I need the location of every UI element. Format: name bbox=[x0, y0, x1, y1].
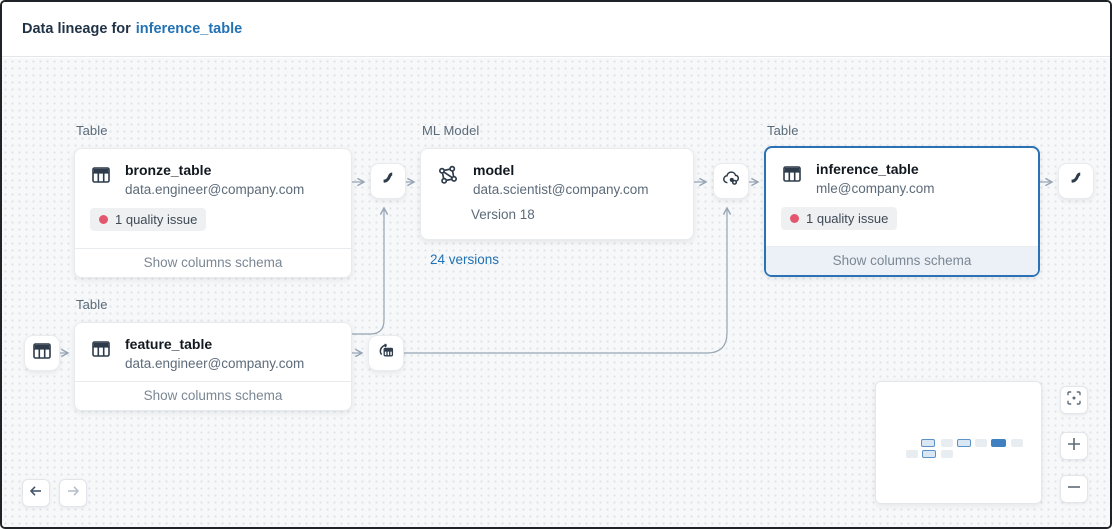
minimap-node bbox=[941, 450, 953, 458]
minus-icon bbox=[1066, 479, 1082, 500]
node-owner: mle@company.com bbox=[816, 180, 935, 196]
quality-issue-badge[interactable]: 1 quality issue bbox=[90, 207, 207, 231]
lineage-canvas[interactable]: Table ML Model Table Table bronze_table … bbox=[2, 58, 1110, 527]
table-icon bbox=[90, 338, 112, 365]
minimap-node bbox=[991, 439, 1006, 447]
quality-badge-label: 1 quality issue bbox=[115, 211, 198, 227]
show-columns-schema-button[interactable]: Show columns schema bbox=[766, 246, 1038, 275]
model-card-main: model data.scientist@company.com bbox=[421, 149, 693, 197]
inference-type-label: Table bbox=[767, 123, 799, 138]
ml-model-icon bbox=[436, 164, 460, 191]
node-owner: data.scientist@company.com bbox=[473, 181, 649, 197]
model-version-label: Version 18 bbox=[471, 206, 535, 222]
bronze-card-text: bronze_table data.engineer@company.com bbox=[125, 162, 304, 197]
model-type-label: ML Model bbox=[422, 123, 480, 138]
node-name: feature_table bbox=[125, 336, 213, 352]
show-columns-schema-button[interactable]: Show columns schema bbox=[75, 381, 351, 410]
node-name: bronze_table bbox=[125, 162, 212, 178]
upstream-table-node[interactable] bbox=[24, 335, 60, 371]
model-serving-node[interactable] bbox=[713, 163, 749, 199]
pipeline-icon bbox=[379, 170, 397, 193]
model-card-text: model data.scientist@company.com bbox=[473, 162, 649, 197]
model-serving-icon bbox=[721, 169, 741, 194]
title-prefix: Data lineage for bbox=[22, 21, 131, 37]
node-owner: data.engineer@company.com bbox=[125, 181, 305, 197]
quality-dot-icon bbox=[99, 214, 108, 224]
bronze-type-label: Table bbox=[76, 123, 108, 138]
zoom-in-button[interactable] bbox=[1060, 432, 1088, 460]
minimap-node bbox=[1011, 439, 1023, 447]
fit-view-icon bbox=[1067, 390, 1081, 410]
node-name: model bbox=[473, 162, 515, 178]
fit-view-button[interactable] bbox=[1060, 386, 1088, 414]
plus-icon bbox=[1066, 436, 1082, 457]
minimap-node bbox=[957, 439, 971, 447]
node-bronze-table[interactable]: bronze_table data.engineer@company.com 1… bbox=[74, 148, 352, 278]
node-feature-table[interactable]: feature_table data.engineer@company.com … bbox=[74, 322, 352, 411]
node-ml-model[interactable]: model data.scientist@company.com Version… bbox=[420, 148, 694, 240]
node-name: inference_table bbox=[816, 161, 919, 177]
forward-arrow-icon bbox=[65, 483, 81, 504]
minimap-node bbox=[975, 439, 987, 447]
minimap-node bbox=[922, 450, 936, 458]
pipeline-icon bbox=[1067, 170, 1085, 193]
zoom-out-button[interactable] bbox=[1060, 475, 1088, 503]
feature-store-icon bbox=[376, 341, 396, 366]
feature-store-node[interactable] bbox=[368, 335, 404, 371]
inference-card-text: inference_table mle@company.com bbox=[816, 161, 935, 196]
feature-card-text: feature_table data.engineer@company.com bbox=[125, 336, 304, 371]
versions-link[interactable]: 24 versions bbox=[430, 252, 500, 267]
table-icon bbox=[781, 163, 803, 190]
quality-badge-label: 1 quality issue bbox=[806, 210, 889, 226]
table-icon bbox=[31, 340, 53, 367]
show-columns-schema-button[interactable]: Show columns schema bbox=[75, 248, 351, 277]
back-button[interactable] bbox=[22, 479, 50, 507]
back-arrow-icon bbox=[28, 483, 44, 504]
node-owner: data.engineer@company.com bbox=[125, 355, 305, 371]
bronze-card-main: bronze_table data.engineer@company.com bbox=[75, 149, 351, 197]
minimap-node bbox=[906, 450, 918, 458]
entity-link[interactable]: inference_table bbox=[135, 21, 243, 37]
table-icon bbox=[90, 164, 112, 191]
minimap-node bbox=[941, 439, 953, 447]
quality-dot-icon bbox=[790, 213, 799, 223]
forward-button[interactable] bbox=[59, 479, 87, 507]
minimap[interactable] bbox=[875, 381, 1042, 504]
node-inference-table[interactable]: inference_table mle@company.com 1 qualit… bbox=[764, 146, 1040, 277]
minimap-node bbox=[921, 439, 935, 447]
inference-card-main: inference_table mle@company.com bbox=[766, 148, 1038, 196]
feature-card-main: feature_table data.engineer@company.com bbox=[75, 323, 351, 371]
quality-issue-badge[interactable]: 1 quality issue bbox=[781, 206, 898, 230]
pipeline-node-right[interactable] bbox=[1058, 163, 1094, 199]
pipeline-node-left[interactable] bbox=[370, 163, 406, 199]
feature-type-label: Table bbox=[76, 297, 108, 312]
